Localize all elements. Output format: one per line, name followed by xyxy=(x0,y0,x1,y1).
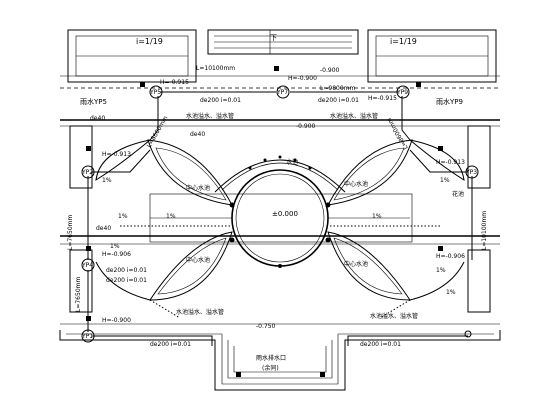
flower-bed-label: 花池 xyxy=(452,190,464,198)
yp1-label: YP1 xyxy=(81,333,93,340)
pool-label-top: 水池 xyxy=(286,158,298,166)
plaza-band xyxy=(60,119,500,313)
elev-left-mid: H=-0.913 xyxy=(102,151,131,158)
slope-pct-1: 1% xyxy=(102,177,112,184)
pool-label-br: 中心水池 xyxy=(344,260,368,268)
elev-top-mid: -0.900 xyxy=(320,67,340,74)
center-elevation: ±0.000 xyxy=(272,210,298,218)
elev-right-low: H=-0.906 xyxy=(436,253,465,260)
pool-label-tr: 中心水池 xyxy=(344,180,368,188)
slope-pct-5: 1% xyxy=(440,177,450,184)
top-center-stair xyxy=(207,29,359,55)
pipe-right-v: L=10100mm xyxy=(481,211,488,250)
drain-label-top: 水池溢水、溢水管 xyxy=(186,112,234,120)
drain-label-bottom-right: 水池溢水、溢水管 xyxy=(370,312,418,320)
elev-right-mid: H=-0.913 xyxy=(436,159,465,166)
bottom-stair xyxy=(59,323,501,391)
yp9-label: YP9 xyxy=(396,89,408,96)
yp3-label: YP3 xyxy=(465,169,477,176)
pipe-left-mid: de200 i=0.01 xyxy=(106,267,147,274)
pool-top-arc xyxy=(214,159,346,193)
yp4-node xyxy=(81,258,95,272)
yp7-label: YP7 xyxy=(276,89,288,96)
pipe-network xyxy=(87,91,473,346)
elev-upper-center: -0.900 xyxy=(296,123,316,130)
yp9-node xyxy=(396,85,410,99)
fountain-nozzles xyxy=(229,155,331,268)
petal-top-right xyxy=(327,139,413,206)
pool-label-tl: 中心水池 xyxy=(186,184,210,192)
elev-left-top: H=-0.915 xyxy=(160,79,189,86)
pipe-spec-right: de200 i=0.01 xyxy=(318,97,359,104)
yp2-node xyxy=(81,165,95,179)
slope-pct-4: 1% xyxy=(372,213,382,220)
slope-label-left: i=1/19 xyxy=(136,37,163,46)
outlet-label: 雨水排水口 xyxy=(256,354,286,362)
channel-left: 雨水YP5 xyxy=(80,97,107,106)
yp3-node xyxy=(465,165,479,179)
yp1-node xyxy=(81,329,95,343)
petal-top-left xyxy=(147,139,233,206)
outlet-markers xyxy=(86,66,443,377)
top-right-stair xyxy=(367,29,497,83)
elev-left-low: H=-0.906 xyxy=(102,251,131,258)
pipe-de40-mid: de40 xyxy=(96,225,111,232)
slope-pct-7: 1% xyxy=(436,267,446,274)
pipe-de40-left: de40 xyxy=(90,115,105,122)
drain-label-bottom-left: 水池溢水、溢水管 xyxy=(176,308,224,316)
pool-top-arc-inner xyxy=(221,162,339,191)
elev-mid-top: H=-0.900 xyxy=(288,75,317,82)
pool-label-bl: 中心水池 xyxy=(186,256,210,264)
yp7-node xyxy=(276,85,290,99)
elev-left-bottom: H=-0.900 xyxy=(102,317,131,324)
slope-pct-2: 1% xyxy=(118,213,128,220)
yp4-label: YP4 xyxy=(81,262,93,269)
down-marker: 下 xyxy=(270,34,277,42)
pipe-bottom: de200 i=0.01 xyxy=(150,341,191,348)
slope-label-right: i=1/19 xyxy=(390,37,417,46)
slope-pct-3: 1% xyxy=(166,213,176,220)
yp2-label: YP2 xyxy=(81,169,93,176)
pipe-spec-left: de200 i=0.01 xyxy=(200,97,241,104)
pipe-left-low: de200 i=0.01 xyxy=(106,277,147,284)
pipe-top-left: L=10100mm xyxy=(196,65,235,72)
slope-pct-8: 1% xyxy=(446,289,456,296)
pipe-left-v2: L=7650mm xyxy=(75,277,82,312)
leaf-outer-bl xyxy=(95,261,151,301)
elev-bottom-center: -0.750 xyxy=(256,323,276,330)
leaf-outer-tr xyxy=(409,139,465,181)
pipe-de40-top: de40 xyxy=(190,131,205,138)
pipe-top-right: L=9800mm xyxy=(320,85,355,92)
top-left-stair xyxy=(67,29,197,83)
yp5-label: YP5 xyxy=(149,89,161,96)
outlet-sublabel: (余同) xyxy=(262,364,279,372)
elev-right-top: H=-0.915 xyxy=(368,95,397,102)
channel-right: 雨水YP9 xyxy=(436,97,463,106)
end-marker-icon xyxy=(464,330,472,338)
leaf-outer-br xyxy=(409,261,465,301)
yp5-node xyxy=(149,85,163,99)
drain-label-top-right: 水池溢水、溢水管 xyxy=(330,112,378,120)
pipe-bottom-right: de200 i=0.01 xyxy=(360,341,401,348)
pipe-left-v1: L=7650mm xyxy=(67,215,74,250)
slope-pct-6: 1% xyxy=(110,243,120,250)
leaf-outer-tl xyxy=(95,139,151,181)
